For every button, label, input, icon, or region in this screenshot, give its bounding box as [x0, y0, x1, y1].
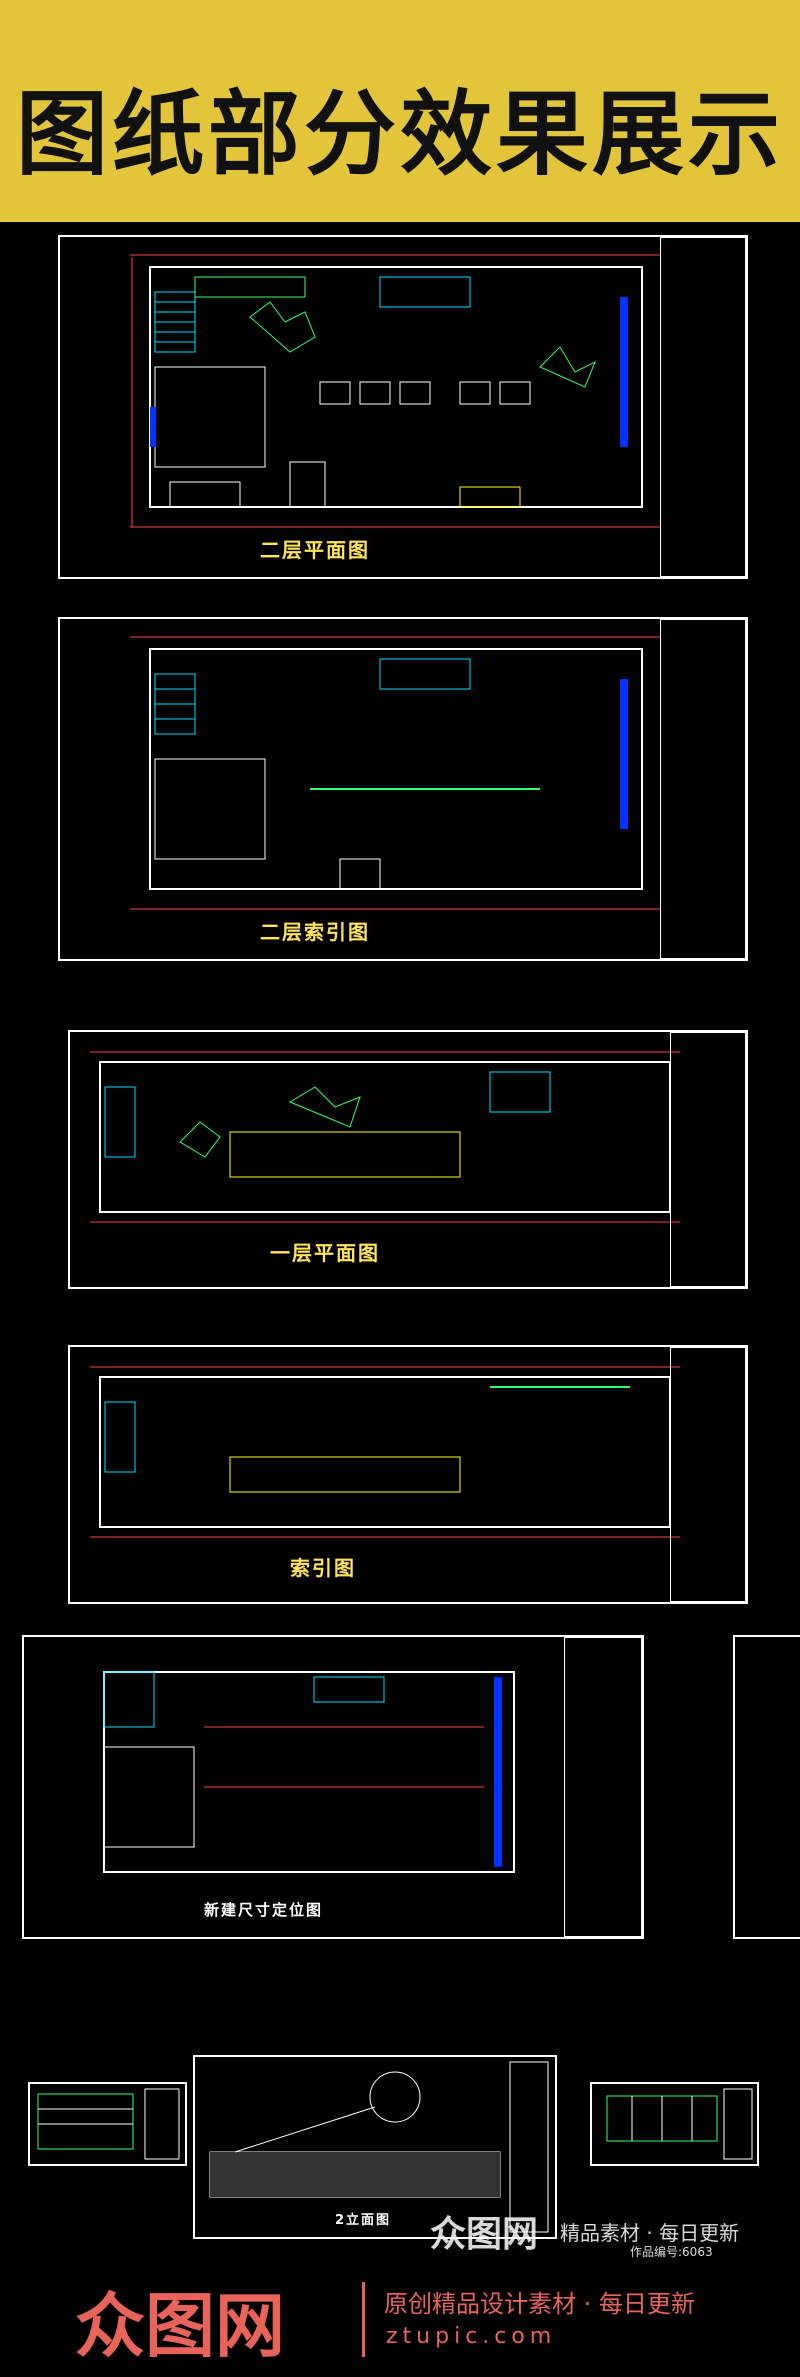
drawing-sheet-2: 二层索引图	[58, 617, 748, 961]
title-block	[670, 1032, 746, 1287]
drawing-sheet-1: 二层平面图	[58, 235, 748, 579]
watermark-work-id: 作品编号:6063	[630, 2245, 713, 2259]
drawing-title: 新建尺寸定位图	[204, 1901, 324, 1919]
drawing-sheet-partial	[733, 1635, 800, 1939]
title-block	[670, 1347, 746, 1602]
title-block	[564, 1637, 642, 1937]
floor-plan-drawing	[90, 1051, 680, 1223]
elevation-drawing	[209, 2061, 549, 2233]
footer-url: ztupic.com	[386, 2324, 557, 2349]
drawing-sheet-small-right	[590, 2082, 759, 2166]
elevation-drawing	[606, 2088, 753, 2160]
drawing-sheet-5: 新建尺寸定位图	[22, 1635, 644, 1939]
drawing-title: 一层平面图	[270, 1241, 380, 1265]
title-block	[660, 237, 746, 577]
title-block	[660, 619, 746, 959]
drawing-title: 索引图	[290, 1556, 356, 1580]
watermark-logo: 众图网	[430, 2214, 539, 2255]
title-banner: 图纸部分效果展示	[0, 0, 800, 222]
footer: 众图网 原创精品设计素材 · 每日更新 ztupic.com	[0, 2262, 800, 2377]
footer-slogan: 原创精品设计素材 · 每日更新	[384, 2290, 695, 2318]
drawing-title: 2立面图	[335, 2213, 392, 2228]
floor-plan-drawing	[130, 254, 660, 528]
drawing-sheet-3: 一层平面图	[68, 1030, 748, 1289]
drawing-sheet-6: 2立面图	[193, 2055, 557, 2239]
drawing-sheet-small-left	[28, 2082, 187, 2166]
footer-divider	[362, 2282, 365, 2357]
floor-plan-drawing	[90, 1366, 680, 1538]
banner-title: 图纸部分效果展示	[15, 81, 784, 188]
drawing-title: 二层索引图	[260, 920, 370, 944]
elevation-drawing	[37, 2088, 180, 2160]
drawing-sheet-4: 索引图	[68, 1345, 748, 1604]
floor-plan-drawing	[130, 636, 660, 910]
watermark-slogan: 精品素材 · 每日更新	[560, 2221, 740, 2245]
drawing-title: 二层平面图	[260, 538, 370, 562]
floor-plan-drawing	[103, 1671, 515, 1873]
footer-logo: 众图网	[75, 2285, 285, 2367]
